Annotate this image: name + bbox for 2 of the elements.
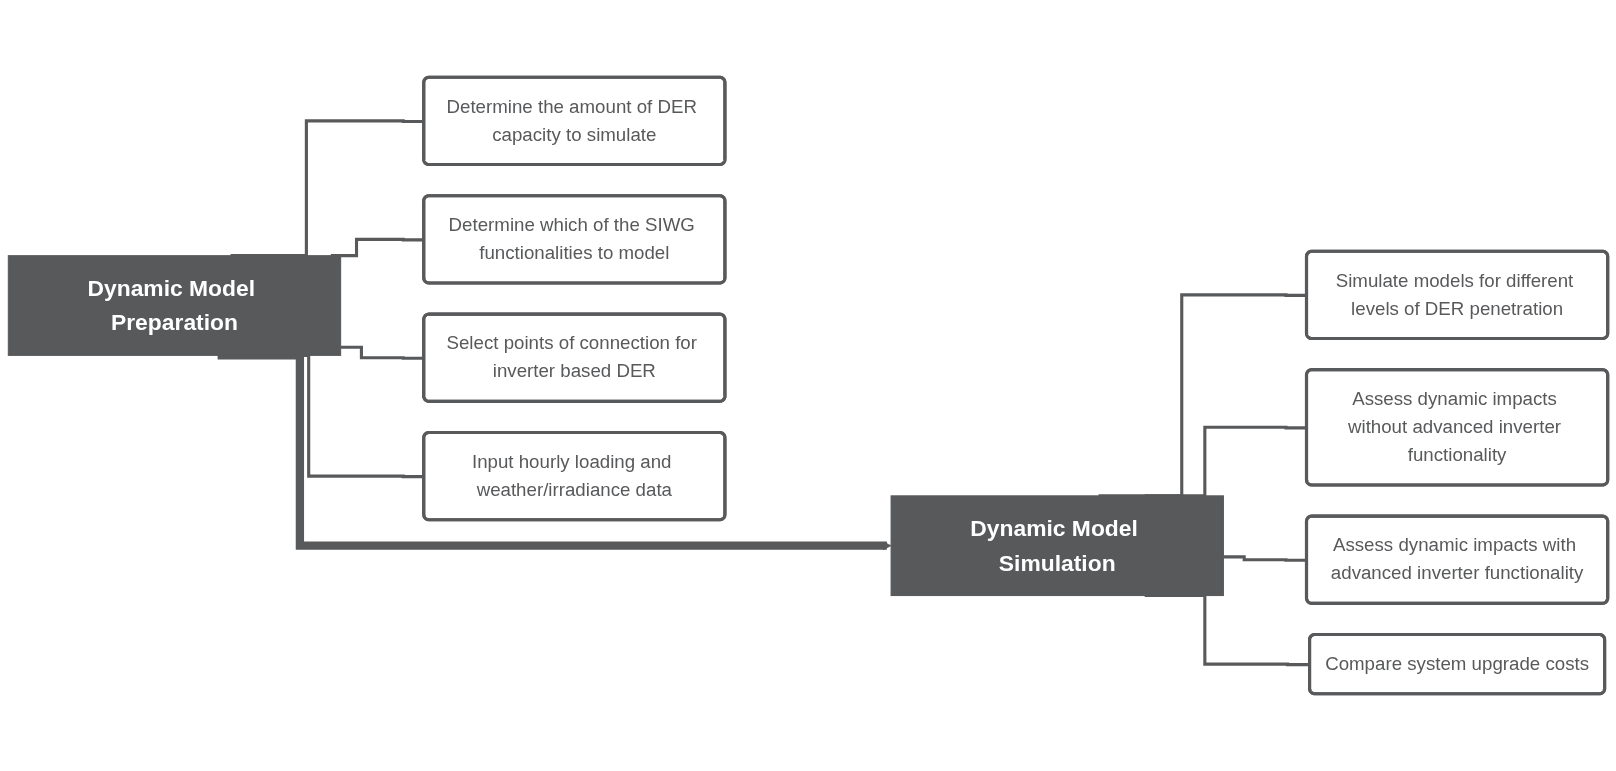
node-box: Dynamic Model Simulation [890, 495, 1224, 597]
node-box: Dynamic Model Preparation [7, 255, 342, 356]
